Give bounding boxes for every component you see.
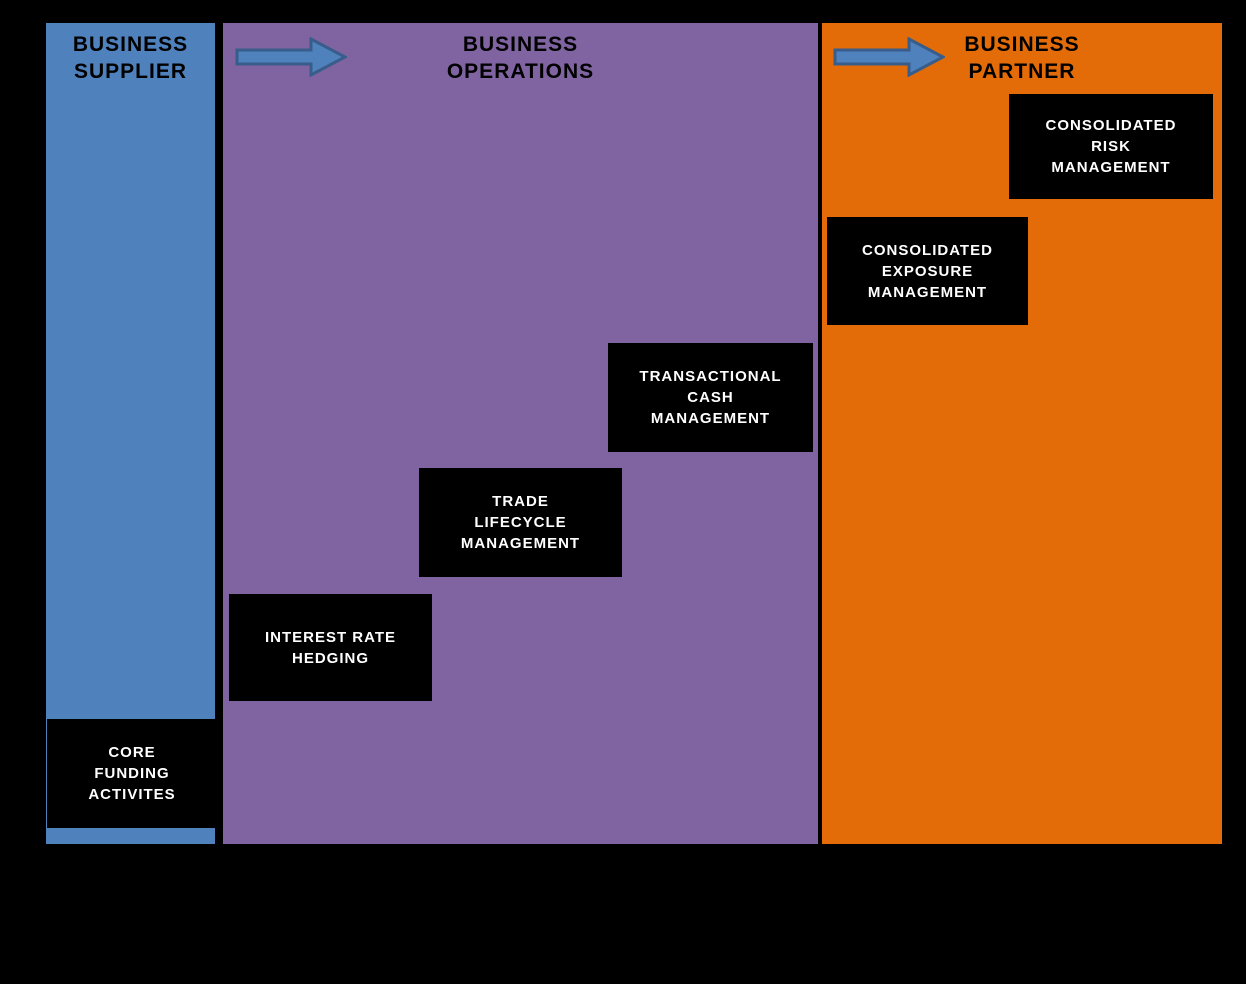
column-title-business-supplier: BUSINESS SUPPLIER — [46, 31, 215, 85]
box-label-line: CASH — [687, 389, 734, 406]
box-label-line: INTEREST RATE — [264, 628, 397, 646]
box-core-funding-activites: CORE FUNDING ACTIVITES — [47, 719, 217, 828]
right-arrow-icon — [235, 37, 347, 77]
box-label-line: MANAGEMENT — [650, 410, 771, 427]
box-label-line: HEDGING — [291, 649, 369, 667]
column-title-line: BUSINESS — [462, 33, 579, 56]
box-label-line: TRADE — [492, 493, 549, 510]
right-arrow-icon — [833, 37, 945, 77]
box-trade-lifecycle-management: TRADE LIFECYCLE MANAGEMENT — [419, 468, 622, 577]
column-business-supplier: BUSINESS SUPPLIER — [46, 23, 215, 844]
box-label-line: CONSOLIDATED — [1045, 117, 1177, 134]
box-label-line: CONSOLIDATED — [862, 241, 993, 259]
box-interest-rate-hedging: INTEREST RATE HEDGING — [229, 594, 432, 701]
box-label-line: FUNDING — [94, 765, 170, 782]
column-title-line: BUSINESS — [964, 33, 1080, 56]
column-title-line: PARTNER — [968, 60, 1076, 83]
box-label-line: MANAGEMENT — [460, 535, 581, 552]
box-label-line: MANAGEMENT — [1051, 159, 1171, 176]
box-label-line: RISK — [1091, 138, 1131, 155]
box-label-line: CORE — [108, 744, 156, 761]
column-title-line: SUPPLIER — [73, 60, 188, 83]
box-label-line: LIFECYCLE — [474, 514, 567, 531]
box-label-line: EXPOSURE — [881, 262, 974, 280]
box-consolidated-exposure-management: CONSOLIDATED EXPOSURE MANAGEMENT — [827, 217, 1028, 325]
column-title-business-operations: BUSINESS OPERATIONS — [223, 31, 818, 85]
box-label-line: TRANSACTIONAL — [639, 368, 782, 385]
box-label-line: ACTIVITES — [88, 786, 176, 803]
column-title-line: BUSINESS — [72, 33, 189, 56]
box-transactional-cash-management: TRANSACTIONAL CASH MANAGEMENT — [608, 343, 813, 452]
column-title-business-partner: BUSINESS PARTNER — [822, 31, 1222, 85]
box-label-line: MANAGEMENT — [867, 283, 988, 301]
box-consolidated-risk-management: CONSOLIDATED RISK MANAGEMENT — [1009, 94, 1213, 199]
column-title-line: OPERATIONS — [446, 60, 595, 83]
